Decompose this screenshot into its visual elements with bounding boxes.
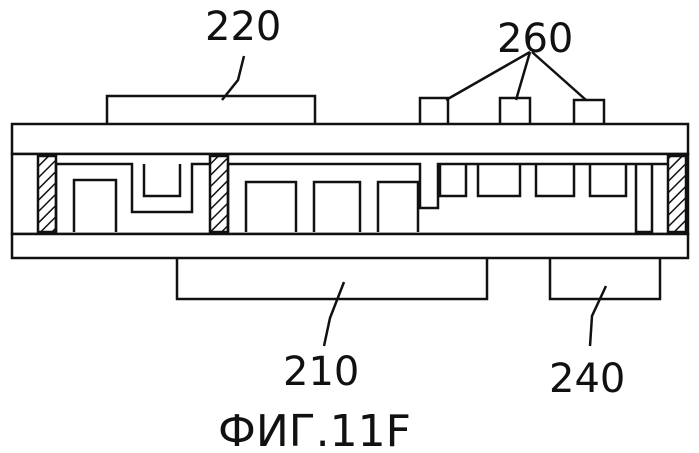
core-layer: [12, 154, 688, 234]
bottom-layer: [12, 234, 688, 258]
component-220: [107, 96, 315, 126]
via-2: [210, 156, 228, 232]
pad-260-c: [574, 100, 604, 126]
label-210: 210: [283, 349, 359, 395]
component-240: [550, 255, 660, 299]
top-layer: [12, 124, 688, 154]
label-240: 240: [549, 356, 625, 402]
pad-260-a: [420, 98, 448, 126]
pad-260-b: [500, 98, 530, 126]
label-260: 260: [497, 16, 573, 62]
leader-220: [222, 56, 244, 100]
via-1: [38, 156, 56, 232]
label-220: 220: [205, 4, 281, 50]
figure-caption: ФИГ.11F: [218, 406, 411, 453]
component-210: [177, 255, 487, 299]
via-3: [668, 156, 686, 232]
